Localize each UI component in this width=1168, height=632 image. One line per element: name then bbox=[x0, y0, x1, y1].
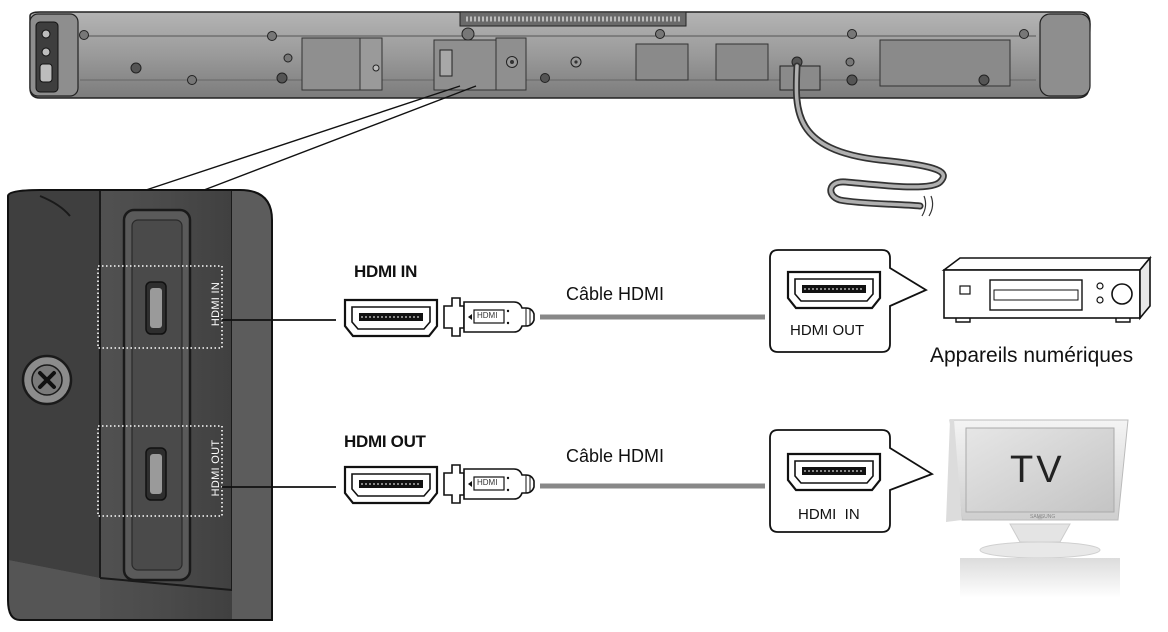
player-hdmi-out-port-icon bbox=[786, 270, 882, 310]
plug-text-2: HDMI bbox=[477, 478, 498, 487]
panel-hdmi-out-label: HDMI OUT bbox=[210, 439, 222, 497]
tv-icon bbox=[946, 419, 1129, 598]
plug-text-1: HDMI bbox=[477, 311, 498, 320]
player-device-label: Appareils numériques bbox=[930, 344, 1134, 367]
tv-hdmi-in-port-icon bbox=[786, 452, 882, 492]
cable-label-1: Câble HDMI bbox=[566, 284, 665, 304]
tv-port-label: HDMI IN bbox=[798, 506, 860, 523]
zoom-line-left bbox=[145, 85, 461, 191]
tv-screen-label: TV bbox=[1010, 449, 1065, 491]
zoom-line-right bbox=[203, 85, 477, 191]
cable-label-2: Câble HDMI bbox=[566, 446, 665, 466]
soundbar-rear bbox=[29, 11, 1091, 217]
hdmi-out-label: HDMI OUT bbox=[344, 432, 426, 451]
hdmi-in-port-icon bbox=[343, 298, 439, 338]
hdmi-in-label: HDMI IN bbox=[354, 262, 418, 281]
player-port-label: HDMI OUT bbox=[790, 322, 865, 339]
player-port-callout bbox=[769, 249, 928, 353]
tv-brand-logo: SAMSUNG bbox=[1030, 514, 1056, 520]
hdmi-out-port-icon bbox=[343, 465, 439, 505]
panel-hdmi-in-label: HDMI IN bbox=[210, 281, 222, 327]
magnified-panel bbox=[7, 189, 273, 621]
digital-player-icon bbox=[941, 255, 1152, 323]
tv-port-callout bbox=[769, 429, 935, 533]
